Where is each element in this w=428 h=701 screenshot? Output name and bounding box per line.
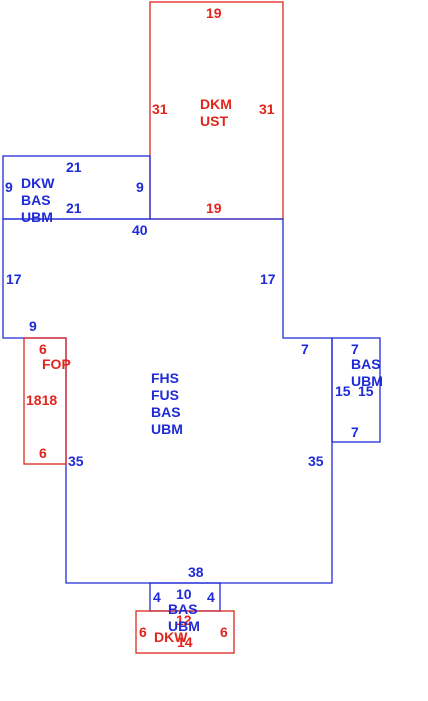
main-right-upper-dim: 17 bbox=[260, 271, 276, 287]
bb-right-dim: 4 bbox=[207, 589, 215, 605]
main-left-lower-dim: 35 bbox=[68, 453, 84, 469]
main-label-1: FHS bbox=[151, 370, 179, 386]
garage-label-2: UST bbox=[200, 113, 228, 129]
garage-top-dim: 19 bbox=[206, 5, 222, 21]
porch-sides-dim: 1818 bbox=[26, 392, 57, 408]
wing-top-dim: 21 bbox=[66, 159, 82, 175]
bb-left-dim: 4 bbox=[153, 589, 161, 605]
main-label-3: BAS bbox=[151, 404, 181, 420]
main-right-step-dim: 7 bbox=[301, 341, 309, 357]
bb-label-2: UBM bbox=[168, 618, 200, 634]
right-bump-outline bbox=[331, 337, 381, 443]
main-top-dim: 40 bbox=[132, 222, 148, 238]
bb-label-1: BAS bbox=[168, 601, 198, 617]
porch-top-dim: 6 bbox=[39, 341, 47, 357]
bottom-deck-outline bbox=[135, 610, 235, 654]
bump-bottom-dim: 7 bbox=[351, 424, 359, 440]
wing-bottom-dim: 21 bbox=[66, 200, 82, 216]
main-left-upper-dim: 17 bbox=[6, 271, 22, 287]
bb-overlap-dim: 12 bbox=[176, 612, 192, 628]
main-label-4: UBM bbox=[151, 421, 183, 437]
deck-label: DKW bbox=[154, 629, 188, 645]
deck-left-dim: 6 bbox=[139, 624, 147, 640]
main-left-step-dim: 9 bbox=[29, 318, 37, 334]
garage-right-dim: 31 bbox=[259, 101, 275, 117]
deck-right-dim: 6 bbox=[220, 624, 228, 640]
bump-left-dim: 15 bbox=[335, 383, 351, 399]
garage-label-1: DKM bbox=[200, 96, 232, 112]
main-bottom-dim: 38 bbox=[188, 564, 204, 580]
deck-bottom-dim: 14 bbox=[177, 634, 193, 650]
bump-top-dim: 7 bbox=[351, 341, 359, 357]
wing-label-3: UBM bbox=[21, 209, 53, 225]
bump-right-dim: 15 bbox=[358, 383, 374, 399]
wing-label-1: DKW bbox=[21, 175, 55, 191]
main-label-2: FUS bbox=[151, 387, 179, 403]
garage-bottom-dim: 19 bbox=[206, 200, 222, 216]
porch-outline bbox=[23, 337, 67, 465]
bump-label-1: BAS bbox=[351, 356, 381, 372]
garage-left-dim: 31 bbox=[152, 101, 168, 117]
bump-label-2: UBM bbox=[351, 373, 383, 389]
main-right-lower-dim: 35 bbox=[308, 453, 324, 469]
porch-bottom-dim: 6 bbox=[39, 445, 47, 461]
bb-top-dim: 10 bbox=[176, 586, 192, 602]
wing-left-dim: 9 bbox=[5, 179, 13, 195]
porch-label: FOP bbox=[42, 356, 71, 372]
wing-right-dim: 9 bbox=[136, 179, 144, 195]
wing-label-2: BAS bbox=[21, 192, 51, 208]
